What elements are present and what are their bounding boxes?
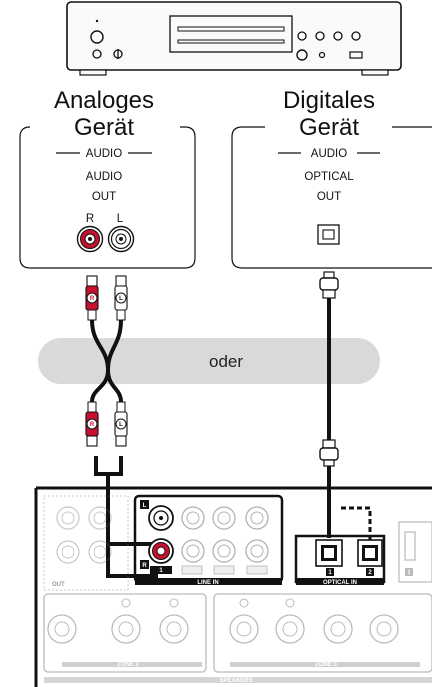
- source-player: [66, 1, 402, 76]
- zone-2-label: ZONE 2: [117, 662, 139, 668]
- line-in-l-badge: L: [143, 503, 147, 509]
- digital-jack-label-line1: OPTICAL: [304, 171, 354, 183]
- top-plug-white-mark: L: [119, 296, 123, 302]
- optical-cable: [319, 271, 339, 538]
- analog-title-line2: Gerät: [74, 114, 134, 141]
- bottom-plug-white-mark: L: [119, 422, 123, 428]
- digital-title-line2: Gerät: [299, 114, 359, 141]
- line-in-r-badge: R: [142, 563, 147, 569]
- analog-jack-label-line2: OUT: [92, 191, 116, 203]
- speaker-terminals: [43, 593, 432, 683]
- optical-port-1-num: 1: [328, 570, 332, 576]
- rca-cable: R L R L: [85, 275, 158, 578]
- analog-jack-label-line1: AUDIO: [86, 171, 122, 183]
- digital-device-panel: Digitales Gerät AUDIO OPTICAL OUT: [231, 87, 432, 269]
- top-plug-red-mark: R: [90, 296, 95, 302]
- rca-jack-red: [76, 225, 104, 253]
- zone-3-label: ZONE 3: [315, 662, 337, 668]
- line-in-label: LINE IN: [197, 580, 218, 586]
- rca-jack-white: [107, 225, 135, 253]
- optical-port-2: [357, 539, 383, 567]
- digital-jack-label-line2: OUT: [317, 191, 341, 203]
- optical-in-block: 1 2 OPTICAL IN: [294, 506, 386, 586]
- analog-section-label: AUDIO: [86, 148, 122, 160]
- top-plug-red: R: [85, 275, 99, 321]
- speakers-label: SPEAKERS: [219, 678, 252, 684]
- bottom-plug-red-mark: R: [90, 422, 95, 428]
- bottom-plug-red: R: [85, 401, 99, 447]
- alternative-band: oder: [38, 338, 380, 384]
- line-in-block: L R 1 LINE IN: [133, 494, 284, 586]
- analog-channel-r: R: [86, 213, 94, 225]
- analog-title-line1: Analoges: [54, 87, 154, 114]
- pre-out-label: OUT: [52, 582, 65, 588]
- bottom-plug-white: L: [114, 401, 128, 447]
- optical-in-label: OPTICAL IN: [323, 580, 357, 586]
- optical-port-2-num: 2: [368, 570, 372, 576]
- analog-device-panel: Analoges Gerät AUDIO AUDIO OUT R L: [19, 87, 196, 269]
- optical-jack: [317, 224, 340, 245]
- analog-channel-l: L: [117, 213, 124, 225]
- digital-title-line1: Digitales: [283, 87, 375, 114]
- line-in-jack-white: [148, 505, 174, 531]
- separator-label: oder: [209, 352, 243, 371]
- top-plug-white: L: [114, 275, 128, 321]
- digital-section-label: AUDIO: [311, 148, 347, 160]
- optical-port-3-num: 1: [407, 570, 411, 576]
- line-in-zone-badge: 1: [159, 568, 163, 574]
- line-in-jack-red: [148, 538, 174, 564]
- optical-port-1: [315, 539, 343, 567]
- receiver-rear-panel: OUT L R: [34, 486, 432, 687]
